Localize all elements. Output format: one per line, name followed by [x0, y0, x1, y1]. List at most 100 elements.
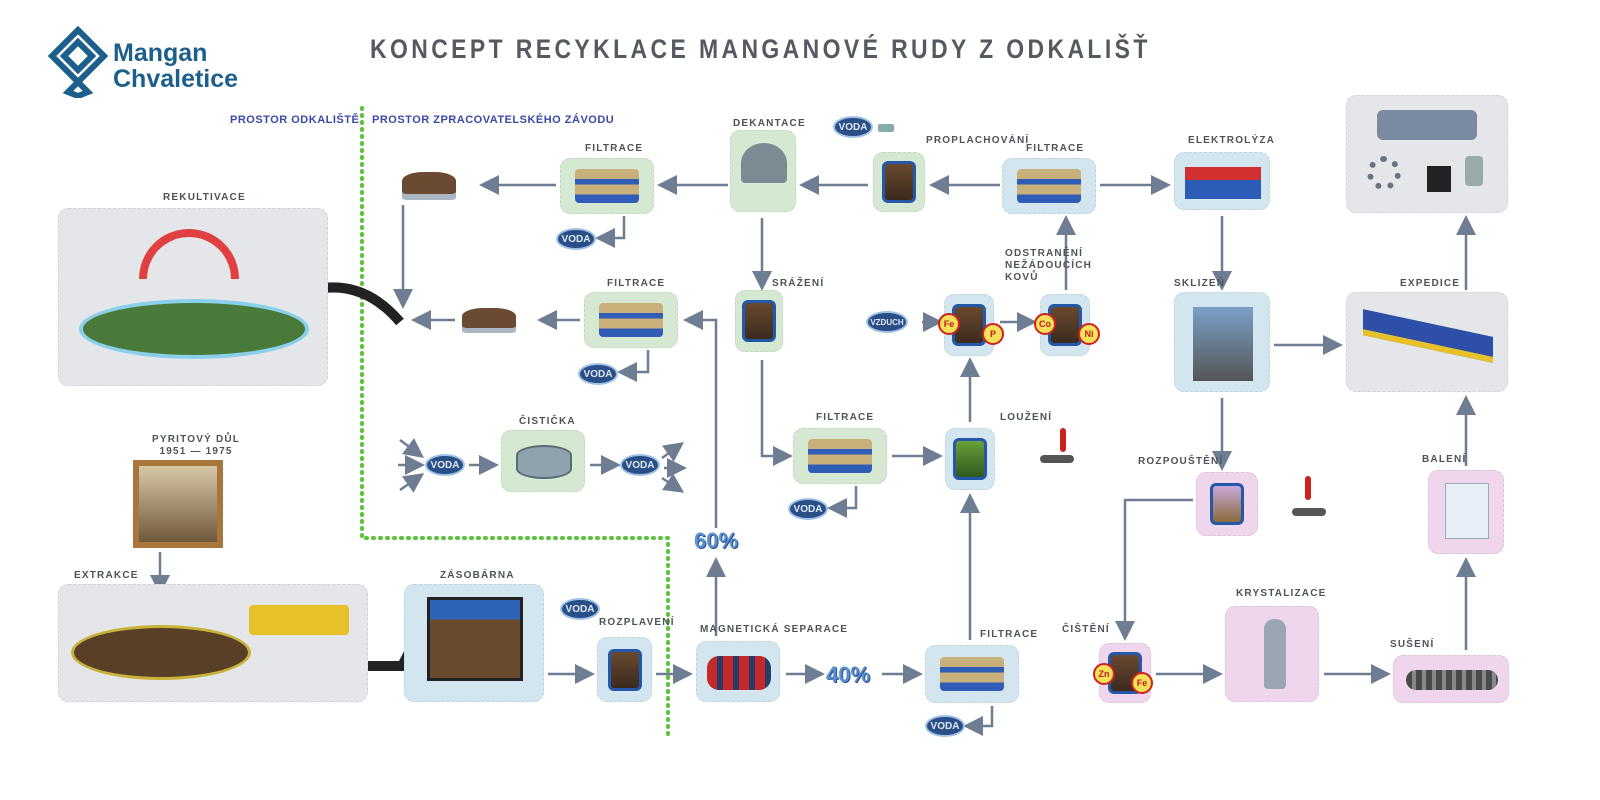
dryer-icon — [1406, 670, 1498, 690]
voda-badge: VODA — [578, 363, 618, 385]
label-cisteni: ČIŠTĚNÍ — [1062, 624, 1110, 635]
tank-icon — [953, 438, 987, 480]
label-rozplaveni: ROZPLAVENÍ — [599, 617, 675, 628]
label-elektrolyza: ELEKTROLÝZA — [1188, 135, 1276, 146]
zone-label-tailings: PROSTOR ODKALIŠTĚ — [230, 114, 360, 126]
filtrace-mid-box — [793, 428, 887, 484]
rozplaveni-box — [597, 637, 652, 702]
label-magneticka: MAGNETICKÁ SEPARACE — [700, 624, 849, 635]
label-filtrace: FILTRACE — [585, 143, 644, 154]
decanter-icon — [741, 143, 787, 183]
label-louzeni: LOUŽENÍ — [1000, 412, 1053, 423]
label-filtrace: FILTRACE — [816, 412, 875, 423]
logo-knot-icon — [48, 26, 108, 98]
arrow-voda-out-3 — [827, 486, 858, 518]
filter-press-icon — [940, 657, 1004, 691]
ore-pile-icon — [462, 308, 516, 328]
treatment-plant-icon — [516, 445, 572, 479]
tank-icon — [1210, 483, 1244, 525]
element-co: Co — [1034, 313, 1056, 335]
heap-icon — [71, 625, 251, 680]
element-zn: Zn — [1093, 663, 1115, 685]
element-ni: Ni — [1078, 323, 1100, 345]
louzeni-box — [945, 428, 995, 490]
arrow-voda-out-1 — [595, 216, 626, 248]
filtrace-second-box — [584, 292, 678, 348]
percent-60: 60% — [694, 528, 739, 553]
ore-pile-icon — [402, 172, 456, 194]
filter-press-icon — [575, 169, 639, 203]
landscape-icon — [79, 299, 309, 359]
cisticka-box — [501, 430, 585, 492]
srazeni-box — [735, 290, 783, 352]
label-baleni: BALENÍ — [1422, 454, 1467, 465]
filtrace-top-green-box — [560, 158, 654, 214]
steel-plate-icon — [1427, 166, 1451, 192]
bigbag-icon — [1445, 483, 1489, 539]
label-sklizen: SKLIZEŇ — [1174, 278, 1226, 289]
trucks-icon — [249, 605, 349, 635]
magneticka-box — [696, 641, 780, 702]
label-suseni: SUŠENÍ — [1390, 639, 1435, 650]
dekantace-box — [730, 130, 796, 212]
baleni-box — [1428, 470, 1504, 554]
filter-press-icon — [808, 439, 872, 473]
voda-badge: VODA — [556, 228, 596, 250]
proplachovani-box — [873, 152, 925, 212]
thermometer-icon — [1060, 428, 1066, 452]
voda-badge: VODA — [425, 454, 465, 476]
elektrolyza-box — [1174, 152, 1270, 210]
tank-icon — [882, 161, 916, 203]
tank-icon — [607, 648, 642, 691]
filter-press-icon — [1017, 169, 1081, 203]
page-title: KONCEPT RECYKLACE MANGANOVÉ RUDY Z ODKAL… — [370, 34, 1151, 64]
train-icon — [1363, 309, 1493, 363]
arrow-60-filtrace2 — [683, 310, 718, 528]
zone-label-plant: PROSTOR ZPRACOVATELSKÉHO ZÁVODU — [372, 114, 615, 126]
label-filtrace: FILTRACE — [980, 629, 1039, 640]
arrow-voda-out-4 — [963, 706, 994, 736]
voda-badge: VODA — [560, 598, 600, 620]
krystalizace-box — [1225, 606, 1319, 702]
label-cisticka: ČISTIČKA — [519, 416, 576, 427]
label-filtrace: FILTRACE — [607, 278, 666, 289]
pipe-icon — [1292, 508, 1326, 516]
voda-badge: VODA — [925, 715, 965, 737]
zasobarna-box — [404, 584, 544, 702]
label-zasobarna: ZÁSOBÁRNA — [440, 570, 515, 581]
label-expedice: EXPEDICE — [1400, 278, 1461, 289]
rekultivace-box — [58, 208, 328, 386]
rainbow-icon — [139, 229, 239, 279]
element-fe: Fe — [938, 313, 960, 335]
vzduch-badge: VZDUCH — [866, 311, 908, 333]
voda-badge: VODA — [833, 116, 873, 138]
element-p: P — [982, 323, 1004, 345]
expedice-box — [1346, 292, 1508, 392]
cylinder-icon — [1465, 156, 1483, 186]
label-proplachovani: PROPLACHOVÁNÍ — [926, 135, 1030, 146]
tank-icon — [742, 300, 776, 342]
storage-icon — [427, 597, 523, 681]
arrow-srazeni-filtrace — [760, 360, 793, 466]
cathodes-icon — [1193, 307, 1253, 381]
crystallizer-icon — [1264, 619, 1286, 689]
mine-photo — [133, 460, 223, 548]
extrakce-box — [58, 584, 368, 702]
label-filtrace: FILTRACE — [1026, 143, 1085, 154]
thermometer-icon — [1305, 476, 1311, 500]
arrow-voda-out-2 — [617, 350, 650, 382]
electrolysis-icon — [1185, 167, 1261, 199]
sklizen-box — [1174, 292, 1270, 392]
suseni-box — [1393, 655, 1509, 703]
zone-divider — [360, 106, 670, 742]
label-extrakce: EXTRAKCE — [74, 570, 139, 581]
label-srazeni: SRÁŽENÍ — [772, 278, 825, 289]
magnet-separator-icon — [707, 656, 771, 690]
label-rozpousteni: ROZPOUŠTĚNÍ — [1138, 456, 1224, 467]
voda-badge: VODA — [620, 454, 660, 476]
label-dekantace: DEKANTACE — [733, 118, 806, 129]
pipe-icon — [1040, 455, 1074, 463]
